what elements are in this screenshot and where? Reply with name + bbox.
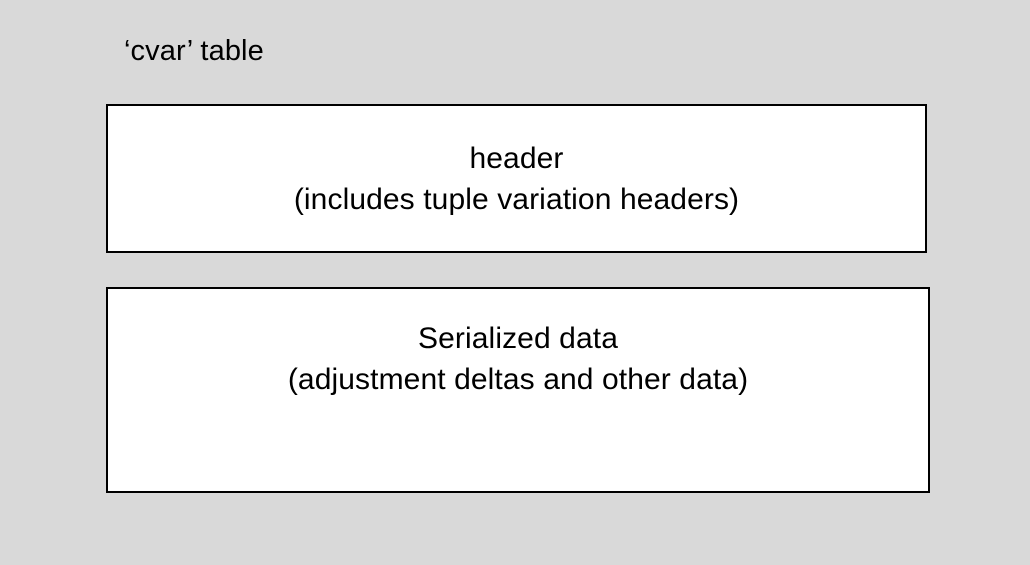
header-block: header (includes tuple variation headers…: [106, 104, 927, 253]
serialized-data-block-primary-label: Serialized data: [418, 322, 618, 355]
serialized-data-block-secondary-label: (adjustment deltas and other data): [287, 363, 749, 396]
header-block-secondary-label: (includes tuple variation headers): [293, 182, 740, 216]
header-block-primary-label: header: [469, 141, 564, 175]
diagram-title: ‘cvar’ table: [124, 35, 264, 67]
serialized-data-block: Serialized data (adjustment deltas and o…: [106, 287, 930, 493]
